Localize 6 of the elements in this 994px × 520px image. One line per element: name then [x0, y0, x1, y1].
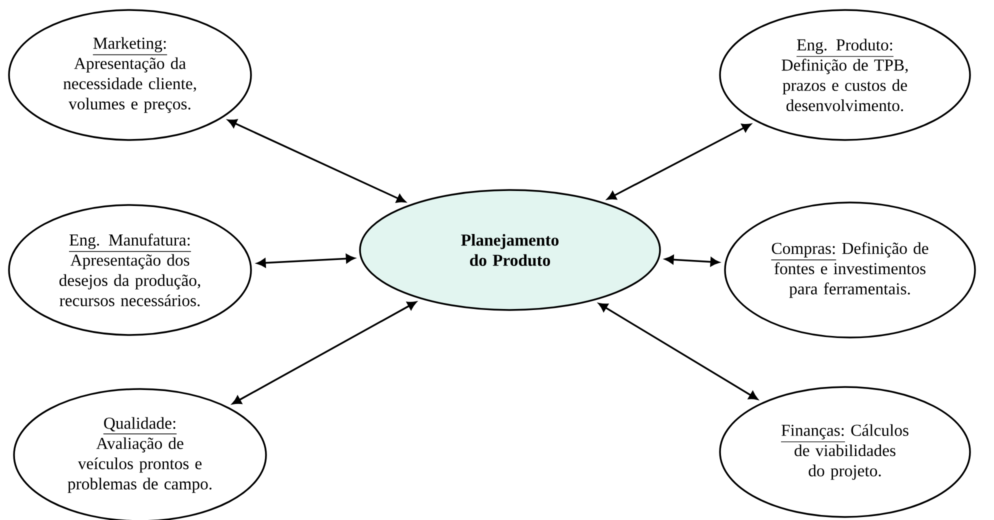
arrow: [256, 254, 355, 268]
arrow: [232, 301, 417, 404]
arrow: [606, 124, 752, 200]
arrow: [664, 255, 720, 266]
arrow: [228, 119, 406, 203]
arrow: [598, 302, 758, 400]
